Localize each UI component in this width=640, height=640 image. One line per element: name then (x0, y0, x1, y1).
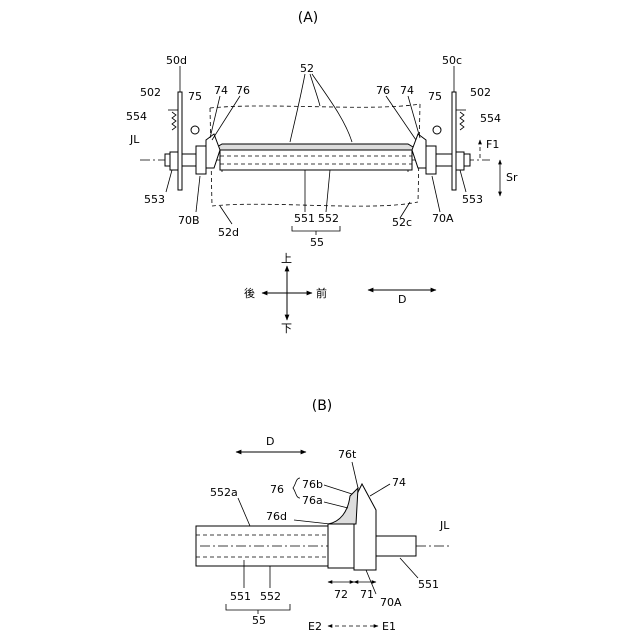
label-551-bottom: 551 (230, 590, 251, 603)
holder-70b (196, 146, 206, 174)
label-70a: 70A (432, 212, 454, 225)
belt-outline-bottom (212, 202, 418, 206)
ball-75-right (433, 126, 441, 134)
dir-up: 上 (281, 252, 292, 265)
label-55: 55 (310, 236, 324, 249)
leader-76t (352, 462, 358, 488)
belt-on-roller (212, 144, 418, 150)
label-52c: 52c (392, 216, 412, 229)
label-76d: 76d (266, 510, 287, 523)
roller-body (220, 150, 412, 170)
label-52d: 52d (218, 226, 239, 239)
label-552-bottom: 552 (260, 590, 281, 603)
side-plate-50c (452, 92, 456, 190)
leader-76d (294, 520, 330, 524)
leader-76a (324, 502, 348, 508)
label-75-left: 75 (188, 90, 202, 103)
leader-70a (432, 176, 440, 212)
figure-b: (B) D (196, 398, 450, 633)
label-76b: 76b (302, 478, 323, 491)
brace-55-b (226, 604, 290, 610)
side-plate-50d (178, 92, 182, 190)
figure-b-caption: (B) (312, 398, 333, 414)
leader-553-left (166, 170, 172, 192)
figure-a: (A) (126, 10, 518, 335)
label-74-left: 74 (214, 84, 228, 97)
leader-74-b (370, 484, 390, 496)
label-52: 52 (300, 62, 314, 75)
leader-52-c (312, 74, 352, 142)
label-50d: 50d (166, 54, 187, 67)
holder-72 (328, 524, 354, 568)
bearing-553-right (456, 152, 464, 170)
label-502-left: 502 (140, 86, 161, 99)
label-551: 551 (294, 212, 315, 225)
label-502-right: 502 (470, 86, 491, 99)
ball-75-left (191, 126, 199, 134)
label-e1: E1 (382, 620, 396, 633)
label-553-right: 553 (462, 193, 483, 206)
brace-76 (293, 478, 300, 498)
label-552: 552 (318, 212, 339, 225)
label-50c: 50c (442, 54, 462, 67)
leader-552a (238, 498, 250, 526)
label-72: 72 (334, 588, 348, 601)
label-f1: F1 (486, 138, 499, 151)
label-76-left: 76 (236, 84, 250, 97)
label-74-right: 74 (400, 84, 414, 97)
label-552a: 552a (210, 486, 238, 499)
label-70b: 70B (178, 214, 200, 227)
leader-52-a (290, 74, 305, 142)
dir-down: 下 (281, 322, 292, 335)
dir-front: 前 (316, 286, 327, 300)
leader-74-left (210, 96, 220, 138)
label-76: 76 (270, 483, 284, 496)
spring-554-left (172, 112, 176, 130)
label-d-b: D (266, 435, 274, 448)
label-jl: JL (129, 133, 140, 146)
brace-55-a (292, 226, 340, 231)
dir-back: 後 (244, 286, 255, 300)
label-76a: 76a (302, 494, 323, 507)
label-551-right: 551 (418, 578, 439, 591)
label-70a-b: 70A (380, 596, 402, 609)
leader-70b (196, 176, 200, 212)
label-sr: Sr (506, 171, 518, 184)
label-55-b: 55 (252, 614, 266, 627)
label-554-left: 554 (126, 110, 147, 123)
leader-76b (324, 485, 352, 494)
belt-outline-top (210, 104, 420, 108)
leader-76-left (212, 96, 240, 140)
label-75-right: 75 (428, 90, 442, 103)
spring-554-right (460, 112, 464, 130)
label-71: 71 (360, 588, 374, 601)
leader-553-right (460, 170, 466, 192)
bearing-553-left (170, 152, 178, 170)
label-76-right: 76 (376, 84, 390, 97)
holder-70a (426, 146, 436, 174)
label-jl-b: JL (439, 519, 450, 532)
leader-551-right (400, 558, 418, 578)
label-554-right: 554 (480, 112, 501, 125)
guide-74-right (412, 134, 426, 168)
leader-74-right (408, 96, 420, 138)
leader-52d (220, 206, 232, 224)
guide-76 (328, 488, 358, 524)
figure-a-caption: (A) (298, 10, 319, 26)
leader-76-right (386, 96, 416, 140)
label-76t: 76t (338, 448, 357, 461)
label-e2: E2 (308, 620, 322, 633)
shaft-end-b (376, 536, 416, 556)
label-553-left: 553 (144, 193, 165, 206)
label-d-a: D (398, 293, 406, 306)
label-74-b: 74 (392, 476, 406, 489)
